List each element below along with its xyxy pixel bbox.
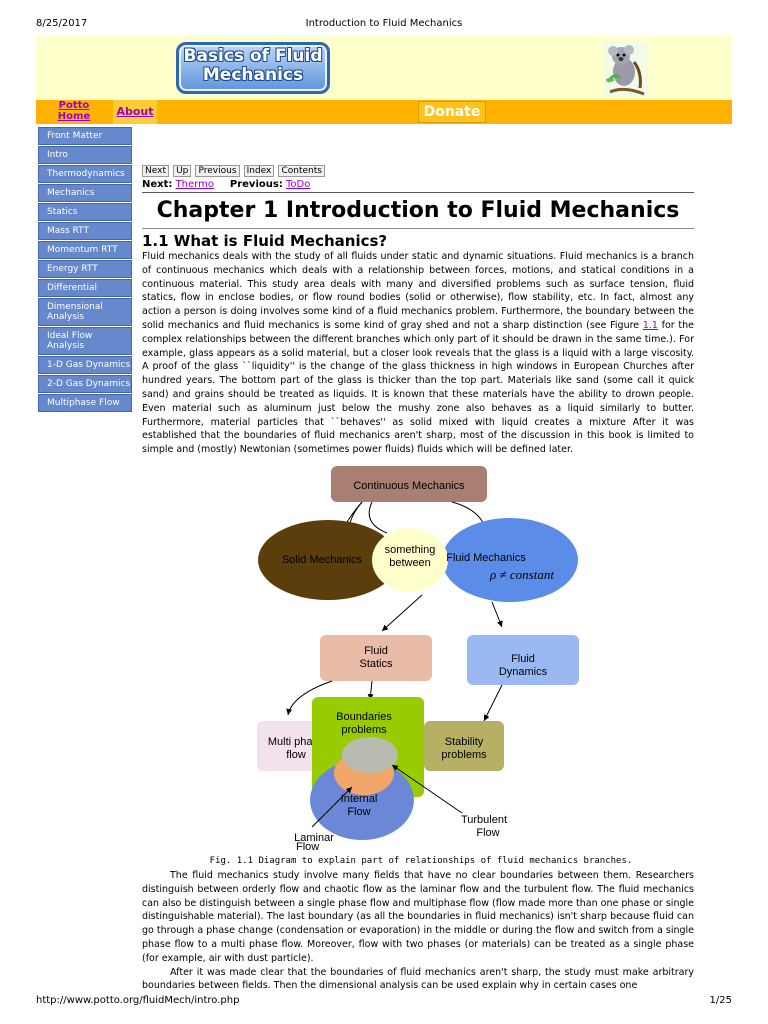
- next-label: Next:: [142, 179, 173, 190]
- sidebar-item-front-matter[interactable]: Front Matter: [38, 127, 132, 145]
- something-between-ellipse: [372, 528, 448, 592]
- section-title: 1.1 What is Fluid Mechanics?: [142, 232, 388, 250]
- paragraph-text: for the complex relationships between th…: [142, 319, 694, 456]
- fluid-dynamics-label-1: Fluid: [511, 653, 535, 665]
- previous-link[interactable]: ToDo: [286, 179, 311, 190]
- paragraph-fields: The fluid mechanics study involve many f…: [142, 870, 694, 964]
- print-date: 8/25/2017: [36, 18, 88, 29]
- divider: [142, 192, 694, 193]
- stability-problems-label-2: problems: [441, 749, 487, 761]
- stability-problems-label-1: Stability: [445, 736, 484, 748]
- sidebar-item-multiphase-flow[interactable]: Multiphase Flow: [38, 394, 132, 412]
- fluid-mechanics-ellipse: [442, 518, 578, 602]
- previous-label: Previous:: [229, 179, 283, 190]
- something-label: something: [385, 544, 436, 556]
- print-doc-title: Introduction to Fluid Mechanics: [305, 18, 463, 29]
- chapter-title: Chapter 1 Introduction to Fluid Mechanic…: [156, 198, 680, 223]
- divider: [142, 228, 694, 229]
- site-banner: Basics of Fluid Mechanics: [36, 36, 732, 100]
- intro-paragraph: Fluid mechanics deals with the study of …: [142, 250, 694, 457]
- multiphase-flow-label-2: flow: [286, 749, 306, 761]
- fluid-statics-box: [320, 635, 432, 681]
- internal-flow-label-1: Internal: [341, 793, 378, 805]
- boundaries-problems-label-1: Boundaries: [336, 711, 392, 723]
- between-label: between: [389, 557, 431, 569]
- contents-button[interactable]: Contents: [278, 165, 325, 177]
- paragraph-text: Fluid mechanics deals with the study of …: [142, 251, 694, 331]
- paragraph-boundaries: After it was made clear that the boundar…: [142, 966, 694, 992]
- page-nav-buttons: Next Up Previous Index Contents: [142, 158, 694, 177]
- figure-caption: Fig. 1.1 Diagram to explain part of rela…: [209, 856, 633, 866]
- body-paragraphs: The fluid mechanics study involve many f…: [142, 869, 694, 993]
- internal-flow-label-2: Flow: [347, 806, 370, 818]
- sidebar-item-momentum-rtt[interactable]: Momentum RTT: [38, 241, 132, 259]
- continuous-mechanics-box: [331, 466, 487, 502]
- sidebar-item-thermodynamics[interactable]: Thermodynamics: [38, 165, 132, 183]
- top-nav-bar: Potto Home About Donate: [36, 100, 732, 124]
- solid-mechanics-label: Solid Mechanics: [282, 554, 363, 566]
- turbulent-flow-label-1: Turbulent: [461, 814, 507, 826]
- sidebar-item-intro[interactable]: Intro: [38, 146, 132, 164]
- laminar-flow-label-2: Flow: [296, 841, 320, 853]
- multiphase-flow-label-1: Multi phase: [268, 736, 324, 748]
- index-button[interactable]: Index: [243, 165, 275, 177]
- previous-button[interactable]: Previous: [195, 165, 240, 177]
- stability-problems-box: [424, 721, 504, 771]
- turbulent-region-ellipse: [342, 737, 398, 773]
- site-logo[interactable]: Basics of Fluid Mechanics: [176, 42, 330, 94]
- next-link[interactable]: Thermo: [175, 179, 214, 190]
- sidebar: Front Matter Intro Thermodynamics Mechan…: [38, 127, 132, 413]
- print-header: 8/25/2017 Introduction to Fluid Mechanic…: [0, 18, 768, 32]
- sidebar-item-ideal-flow-analysis[interactable]: Ideal Flow Analysis: [38, 327, 132, 355]
- potto-home-link[interactable]: Potto Home: [57, 100, 91, 122]
- koala-mascot-icon: [604, 42, 648, 96]
- print-page-number: 1/25: [709, 995, 732, 1006]
- fluid-statics-label-1: Fluid: [364, 645, 388, 657]
- sidebar-item-differential[interactable]: Differential: [38, 279, 132, 297]
- fluid-statics-label-2: Statics: [359, 658, 393, 670]
- main-content: Next Up Previous Index Contents Next: Th…: [142, 158, 694, 457]
- sidebar-item-2d-gas-dynamics[interactable]: 2-D Gas Dynamics: [38, 375, 132, 393]
- next-previous-links: Next: Thermo Previous: ToDo: [142, 179, 694, 190]
- logo-text: Basics of Fluid Mechanics: [183, 46, 323, 85]
- donate-button[interactable]: Donate: [418, 101, 486, 123]
- turbulent-flow-label-2: Flow: [476, 827, 499, 839]
- boundaries-problems-label-2: problems: [341, 724, 387, 736]
- fluid-dynamics-label-2: Dynamics: [499, 666, 548, 678]
- sidebar-item-dimensional-analysis[interactable]: Dimensional Analysis: [38, 298, 132, 326]
- print-url: http://www.potto.org/fluidMech/intro.php: [36, 995, 240, 1006]
- sidebar-item-mechanics[interactable]: Mechanics: [38, 184, 132, 202]
- fluid-mechanics-label: Fluid Mechanics: [446, 552, 526, 564]
- sidebar-item-1d-gas-dynamics[interactable]: 1-D Gas Dynamics: [38, 356, 132, 374]
- about-link[interactable]: About: [113, 100, 157, 124]
- sidebar-item-statics[interactable]: Statics: [38, 203, 132, 221]
- continuous-mechanics-label: Continuous Mechanics: [353, 480, 465, 492]
- laminar-flow-label-1: Laminar: [294, 832, 334, 844]
- solid-mechanics-ellipse: [258, 520, 398, 600]
- up-button[interactable]: Up: [173, 165, 192, 177]
- fluid-dynamics-box: [467, 635, 579, 685]
- figure-link[interactable]: 1.1: [642, 319, 658, 331]
- fluid-mechanics-diagram: Continuous Mechanics Solid Mechanics som…: [257, 466, 579, 844]
- sidebar-item-energy-rtt[interactable]: Energy RTT: [38, 260, 132, 278]
- rho-not-constant-label: ρ ≠ constant: [489, 567, 554, 582]
- next-button[interactable]: Next: [142, 165, 169, 177]
- sidebar-item-mass-rtt[interactable]: Mass RTT: [38, 222, 132, 240]
